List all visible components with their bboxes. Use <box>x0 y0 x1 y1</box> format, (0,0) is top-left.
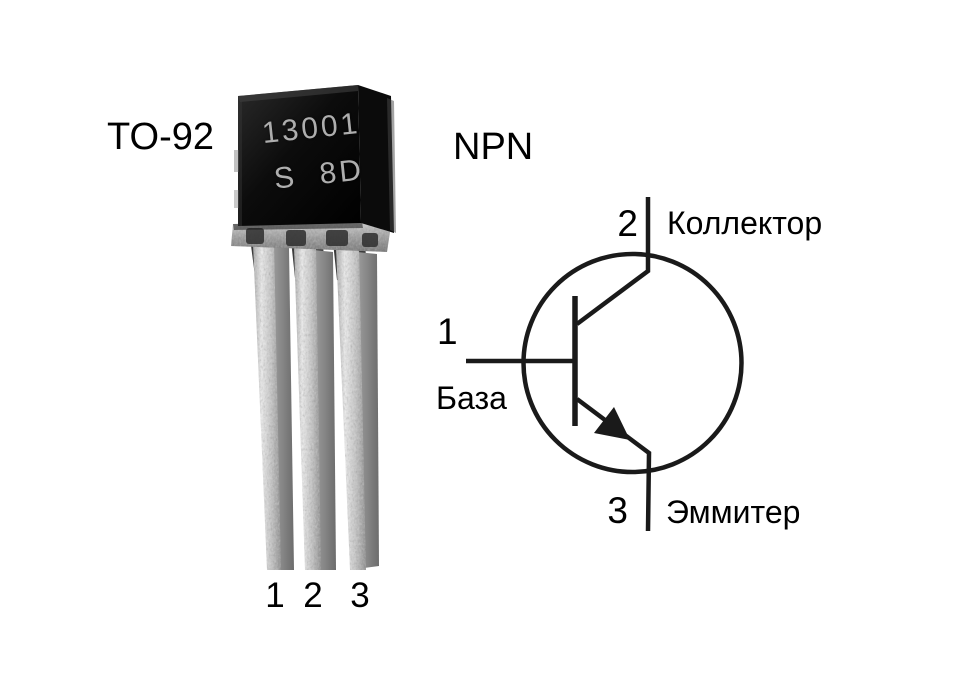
photo-pin-3-label: 3 <box>350 576 370 615</box>
emitter-pin-number: 3 <box>607 490 628 531</box>
transistor-legs <box>253 243 366 570</box>
collector-pin-name: Коллектор <box>667 205 823 241</box>
emitter-lead-line <box>575 397 652 532</box>
photo-pin-1-label: 1 <box>265 576 285 615</box>
collector-lead-line <box>575 197 651 326</box>
label-transistor-type: NPN <box>453 126 534 168</box>
package-bottom-band <box>231 222 390 252</box>
transistor-body <box>234 85 396 233</box>
transistor-photo <box>231 85 396 570</box>
base-pin-name: База <box>436 380 507 416</box>
photo-pin-2-label: 2 <box>303 576 323 615</box>
npn-symbol <box>466 197 744 532</box>
collector-pin-number: 2 <box>617 203 638 244</box>
emitter-pin-name: Эммитер <box>666 494 801 530</box>
emitter-arrow-icon <box>594 407 630 440</box>
base-pin-number: 1 <box>437 311 458 352</box>
label-package-type: TO-92 <box>107 116 215 158</box>
